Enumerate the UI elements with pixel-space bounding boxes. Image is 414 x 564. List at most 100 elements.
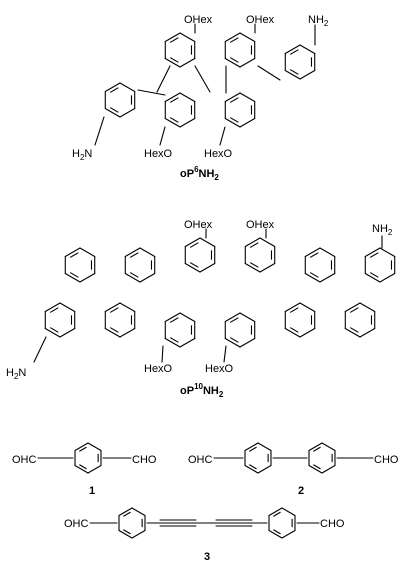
ring-double-bond (130, 272, 139, 278)
ring-bond (239, 57, 256, 68)
ring-bond (74, 442, 89, 452)
ring-double-bond (290, 307, 299, 313)
ring-bond (104, 82, 121, 93)
op10-hexo-label-1: HexO (144, 363, 173, 375)
ring-bond (379, 272, 396, 283)
bond-layer (33, 23, 396, 539)
ring-double-bond (70, 272, 79, 278)
ring-bond (179, 57, 196, 68)
ring-double-bond (313, 464, 321, 470)
ring-double-bond (190, 262, 199, 268)
op6-link-bond (156, 65, 171, 93)
ring-bond (321, 464, 336, 474)
ring-double-bond (123, 511, 131, 517)
op10-ring-4 (244, 237, 276, 273)
ring-bond (319, 247, 336, 258)
op6-link-bond (194, 65, 211, 93)
op6-ring-bottom-1 (104, 82, 136, 118)
ring-bond (299, 44, 316, 55)
op10-compound-name: oP10NH2 (180, 382, 224, 399)
ring-bond (179, 92, 196, 103)
ring-bond (87, 442, 102, 452)
ring-bond (184, 237, 201, 248)
ring-bond (239, 32, 256, 43)
ring-double-bond (50, 327, 59, 333)
ring-double-bond (290, 49, 299, 55)
ring-double-bond (123, 529, 131, 535)
ring-bond (244, 237, 261, 248)
ring-bond (59, 327, 76, 338)
ring-double-bond (230, 37, 239, 43)
ring-double-bond (249, 464, 257, 470)
op6-hexo-label-1: HexO (144, 148, 173, 160)
ring-bond (281, 529, 296, 539)
ring-double-bond (230, 117, 239, 123)
ring-bond (299, 69, 316, 80)
ring-bond (119, 327, 136, 338)
ring-bond (284, 69, 301, 80)
ring-double-bond (310, 252, 319, 258)
ring-bond (64, 247, 81, 258)
ring-double-bond (110, 87, 119, 93)
ald3-left-label: OHC (64, 518, 89, 530)
ring-bond (224, 337, 241, 348)
ring-bond (379, 247, 396, 258)
op10-ring-1 (64, 247, 96, 283)
ring-bond (179, 337, 196, 348)
ring-bond (359, 327, 376, 338)
ring-double-bond (370, 252, 379, 258)
op10-amine-bond-bottom (33, 336, 47, 363)
op10-oxy-bond-4 (223, 345, 227, 363)
op6-amine-bond-bottom (94, 116, 105, 146)
ring-double-bond (249, 446, 257, 452)
ring-bond (179, 117, 196, 128)
ring-bond (164, 57, 181, 68)
op10-amine-bottom-label: H2N (6, 367, 26, 381)
ald2-number: 2 (298, 485, 304, 497)
op6-ring-top-3 (284, 44, 316, 80)
ald2-ring-2 (308, 442, 336, 474)
op6-ring-top-2 (224, 32, 256, 68)
op10-ring-5 (304, 247, 336, 283)
ring-double-bond (230, 97, 239, 103)
ring-double-bond (250, 242, 259, 248)
ring-bond (257, 442, 272, 452)
ring-bond (319, 272, 336, 283)
ring-double-bond (273, 529, 281, 535)
ring-bond (299, 327, 316, 338)
ring-double-bond (290, 69, 299, 75)
ring-bond (139, 272, 156, 283)
ring-bond (364, 272, 381, 283)
op6-ring-bottom-2 (164, 92, 196, 128)
ring-bond (364, 247, 381, 258)
ring-bond (257, 464, 272, 474)
op10-ring-3 (184, 237, 216, 273)
op6-hexo-label-2: HexO (204, 148, 233, 160)
ald1-ring (74, 442, 102, 474)
op6-oxy-bond-3 (159, 126, 166, 146)
op10-ring-7 (44, 302, 76, 338)
ring-bond (131, 529, 146, 539)
ring-bond (64, 272, 81, 283)
ring-bond (224, 92, 241, 103)
ring-bond (44, 327, 61, 338)
ald2-ring-1 (244, 442, 272, 474)
ring-bond (344, 302, 361, 313)
ald3-right-label: CHO (320, 518, 345, 530)
ring-bond (224, 117, 241, 128)
op10-ring-2 (124, 247, 156, 283)
ring-bond (359, 302, 376, 313)
ring-bond (239, 312, 256, 323)
op6-oxy-bond-4 (219, 126, 226, 146)
ring-bond (74, 464, 89, 474)
ring-bond (164, 92, 181, 103)
ring-bond (119, 302, 136, 313)
ring-bond (284, 44, 301, 55)
ring-double-bond (110, 307, 119, 313)
op10-ring-6 (364, 247, 396, 283)
op6-ohex-label-2: OHex (246, 14, 275, 26)
ring-bond (79, 272, 96, 283)
ring-bond (224, 57, 241, 68)
ring-bond (179, 312, 196, 323)
ring-double-bond (350, 327, 359, 333)
